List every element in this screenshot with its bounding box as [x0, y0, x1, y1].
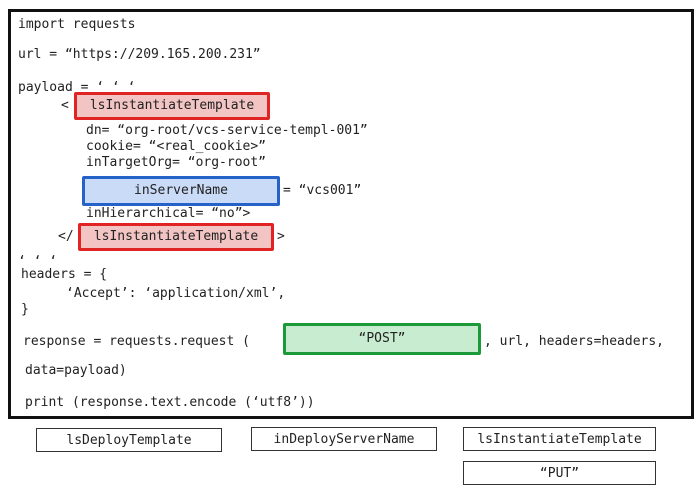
drop-slot-3[interactable]: lsInstantiateTemplate: [78, 223, 274, 251]
option-lsdeploytemplate-label: lsDeployTemplate: [66, 432, 192, 448]
option-lsinstantiatetemplate-label: lsInstantiateTemplate: [477, 431, 642, 447]
code-line-intargetorg: inTargetOrg= “org-root”: [86, 155, 267, 170]
code-inservername-value: = “vcs001”: [283, 183, 362, 198]
code-line-import: import requests: [18, 17, 136, 32]
drop-slot-2[interactable]: inServerName: [82, 176, 280, 206]
drop-slot-1-label: lsInstantiateTemplate: [89, 98, 255, 113]
code-line-data: data=payload): [25, 363, 127, 378]
code-line-inhierarchical: inHierarchical= “no”>: [86, 206, 251, 221]
option-lsinstantiatetemplate[interactable]: lsInstantiateTemplate: [463, 427, 656, 451]
code-close-bracket-end: >: [277, 229, 285, 244]
code-line-url: url = “https://209.165.200.231”: [18, 47, 261, 62]
option-lsdeploytemplate[interactable]: lsDeployTemplate: [36, 428, 222, 452]
code-line-headers: headers = {: [21, 267, 108, 282]
code-line-dn: dn= “org-root/vcs-service-templ-001”: [86, 123, 368, 138]
option-indeployservername[interactable]: inDeployServerName: [251, 427, 437, 451]
code-panel: import requests url = “https://209.165.2…: [8, 9, 694, 419]
code-line-headers-close: }: [21, 302, 29, 317]
code-line-print: print (response.text.encode (‘utf8’)): [25, 395, 315, 410]
option-put-label: “PUT”: [539, 465, 580, 481]
code-line-accept: ‘Accept’: ‘application/xml’,: [66, 286, 286, 301]
code-line-payload-end: ‘ ‘ ‘: [18, 254, 58, 269]
code-line-payload: payload = ‘ ‘ ‘: [18, 80, 136, 95]
option-indeployservername-label: inDeployServerName: [273, 431, 415, 447]
code-close-bracket-open: </: [58, 229, 74, 244]
code-open-bracket: <: [61, 98, 69, 113]
code-line-cookie: cookie= “<real_cookie>”: [86, 139, 267, 154]
code-line-response-end: , url, headers=headers,: [484, 334, 665, 349]
drop-slot-4-label: “POST”: [358, 331, 406, 346]
option-put[interactable]: “PUT”: [463, 461, 656, 485]
drop-slot-4[interactable]: “POST”: [283, 323, 481, 355]
drop-slot-1[interactable]: lsInstantiateTemplate: [74, 92, 270, 120]
drop-slot-2-label: inServerName: [134, 183, 228, 198]
code-line-response: response = requests.request (: [23, 334, 250, 349]
drop-slot-3-label: lsInstantiateTemplate: [93, 229, 259, 244]
